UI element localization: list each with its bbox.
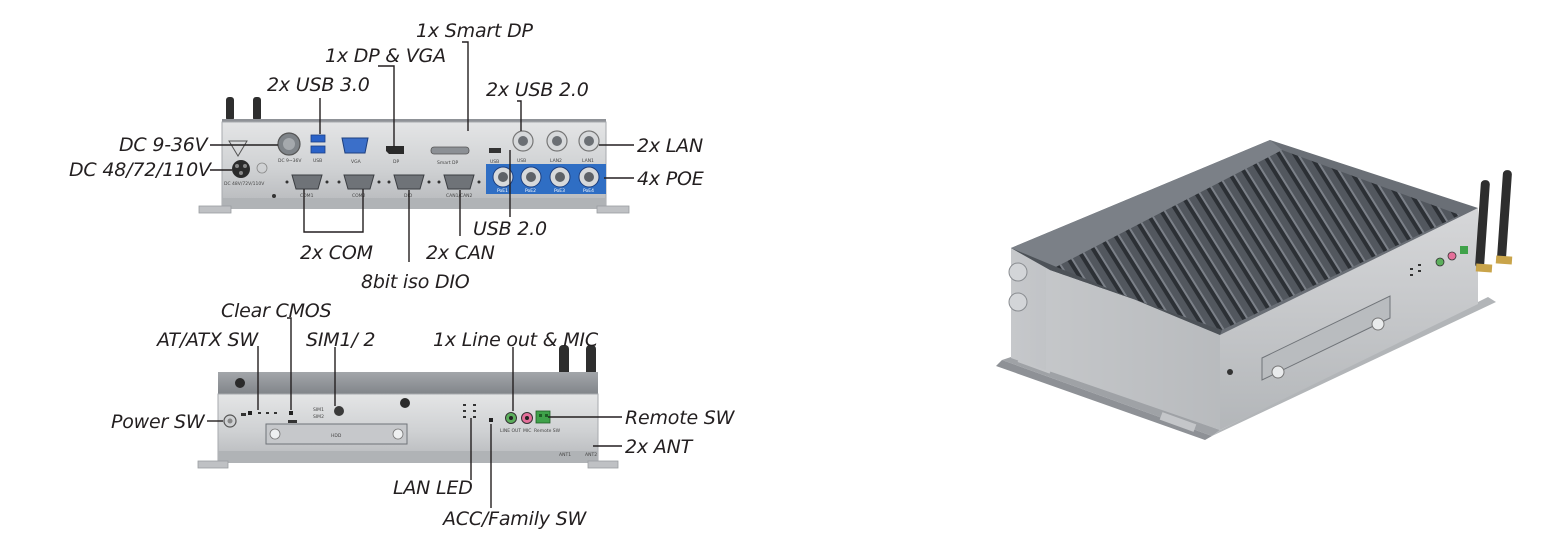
acc-family-switch [489,418,493,422]
dio-port [387,174,431,190]
label-power-sw: Power SW [111,411,206,433]
ant2-text: ANT2 [585,452,597,458]
smart-dp-port [430,146,470,155]
com1-text: COM1 [300,193,314,199]
label-acc-sw: ACC/Family SW [441,508,588,530]
poe-port-1 [492,166,514,188]
product-3d-view [996,140,1513,440]
m12-lan1 [578,130,600,152]
front-panel: SIM1 SIM2 HDD LINE OUT MIC Remote SW ANT… [197,345,619,469]
label-dc-9-36v: DC 9-36V [119,134,210,156]
label-usb20-single: USB 2.0 [473,218,547,240]
poe1-text: PoE1 [497,188,508,194]
ant1-text: ANT1 [559,452,571,458]
front-leader-lines [207,317,622,508]
vga-port [341,137,369,154]
label-smart-dp: 1x Smart DP [416,20,534,42]
mic-text: MIC [523,428,531,434]
at-atx-switch [248,411,252,415]
dc-48-110v-connector [232,160,250,178]
rear-leader-lines [210,41,634,262]
com2-text: COM2 [352,193,366,199]
remote-text: Remote SW [534,428,561,434]
can-port [437,174,481,190]
dp-port [386,146,404,154]
label-ant: 2x ANT [625,436,694,458]
label-lan: 2x LAN [637,135,703,157]
usb-text: USB [313,158,322,164]
hdd-tray [265,423,408,445]
m12-lan2 [546,130,568,152]
poe2-text: PoE2 [525,188,536,194]
com1-port [285,174,329,190]
dc-hv-text: DC 48V/72V/110V [224,181,265,187]
hdd-text: HDD [331,433,342,439]
label-lan-led: LAN LED [393,477,473,499]
usb-m12-text: USB [517,158,526,164]
usb30-port-2 [310,145,326,154]
product-antenna-2 [1495,170,1513,265]
usb20-port-small [489,148,501,153]
clear-cmos-button [289,411,293,415]
label-usb30: 2x USB 3.0 [267,74,370,96]
antenna-stub-1 [226,97,234,121]
dp-text: DP [393,159,399,165]
antenna-stub-2 [253,97,261,121]
poe-port-3 [549,166,571,188]
label-at-atx: AT/ATX SW [155,329,259,351]
poe-port-2 [520,166,542,188]
lan1-text: LAN1 [582,158,594,164]
line-out-text: LINE OUT [500,428,521,434]
label-com: 2x COM [300,242,373,264]
smart-dp-text: Smart DP [437,160,459,166]
label-clear-cmos: Clear CMOS [221,300,332,322]
label-remote-sw: Remote SW [625,407,736,429]
poe4-text: PoE4 [583,188,594,194]
sim-slot-screw [334,406,344,416]
label-can: 2x CAN [426,242,495,264]
dc-in-text: DC 9~36V [278,158,302,164]
label-dp-vga: 1x DP & VGA [325,45,446,67]
label-sim: SIM1/ 2 [306,329,375,351]
usb-small-text: USB [490,159,499,165]
product-antenna-1 [1475,180,1493,273]
m12-usb-top [512,130,534,152]
sim1-text: SIM1 [313,407,324,413]
label-line-mic: 1x Line out & MIC [433,329,599,351]
lan2-text: LAN2 [550,158,562,164]
heatsink-fins [1050,150,1460,330]
can-text: CAN1/CAN2 [446,193,473,199]
lan-led-column [463,404,476,418]
warning-triangle-icon [228,140,248,157]
product-hdd-tray [1261,295,1391,381]
sim2-text: SIM2 [313,414,324,420]
rear-panel: DC 9~36V USB VGA DP Smart DP USB USB LAN… [198,97,630,214]
poe-port-4 [578,166,600,188]
label-dc-48-110v: DC 48/72/110V [69,159,213,181]
com2-port [337,174,381,190]
label-dio: 8bit iso DIO [361,271,470,293]
label-poe: 4x POE [637,168,704,190]
usb30-port-1 [310,134,326,143]
label-usb20-top: 2x USB 2.0 [486,79,589,101]
vga-text: VGA [351,159,362,165]
poe3-text: PoE3 [554,188,565,194]
